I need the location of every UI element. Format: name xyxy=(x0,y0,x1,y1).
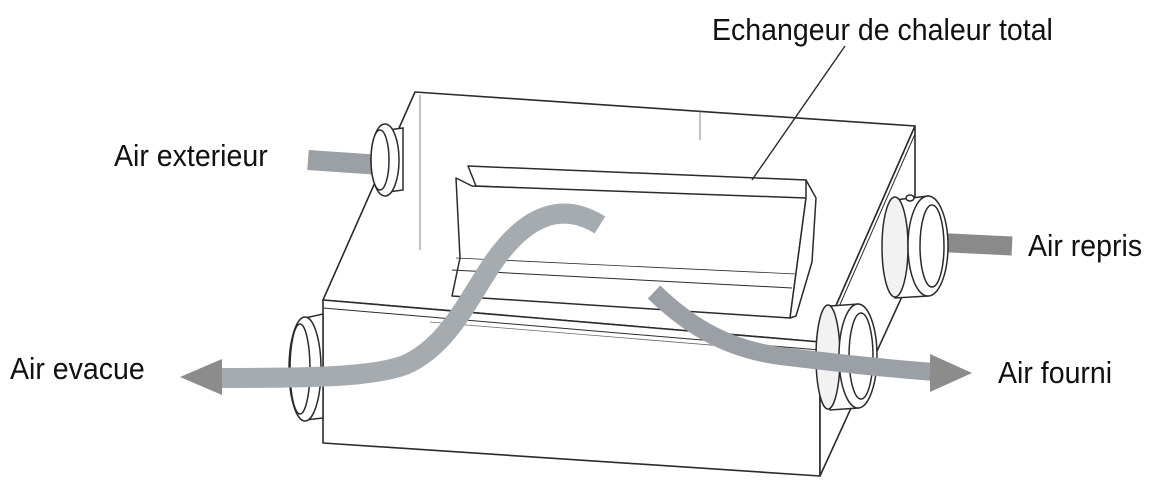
supply-air-port xyxy=(815,303,878,411)
supply-arrowhead xyxy=(930,354,972,392)
outdoor-air-label: Air exterieur xyxy=(114,138,268,173)
exchanger-leader-line xyxy=(751,45,846,181)
supply-air-label: Air fourni xyxy=(998,355,1113,390)
housing-seam xyxy=(419,95,701,250)
exhaust-air-flow-path xyxy=(214,203,606,388)
front-airflow-arrows xyxy=(214,203,936,388)
core-side xyxy=(789,179,817,319)
supply-air-flow-path xyxy=(647,285,936,381)
exhaust-air-port xyxy=(288,313,324,422)
airflow-arrowheads xyxy=(180,354,972,395)
heat-exchanger-label: Echangeur de chaleur total xyxy=(712,12,1053,47)
exhaust-arrowhead xyxy=(180,359,222,395)
exhaust-air-label: Air evacue xyxy=(10,351,145,386)
return-air-port xyxy=(881,194,949,299)
outdoor-air-port xyxy=(370,123,404,197)
return-air-label: Air repris xyxy=(1028,228,1143,263)
